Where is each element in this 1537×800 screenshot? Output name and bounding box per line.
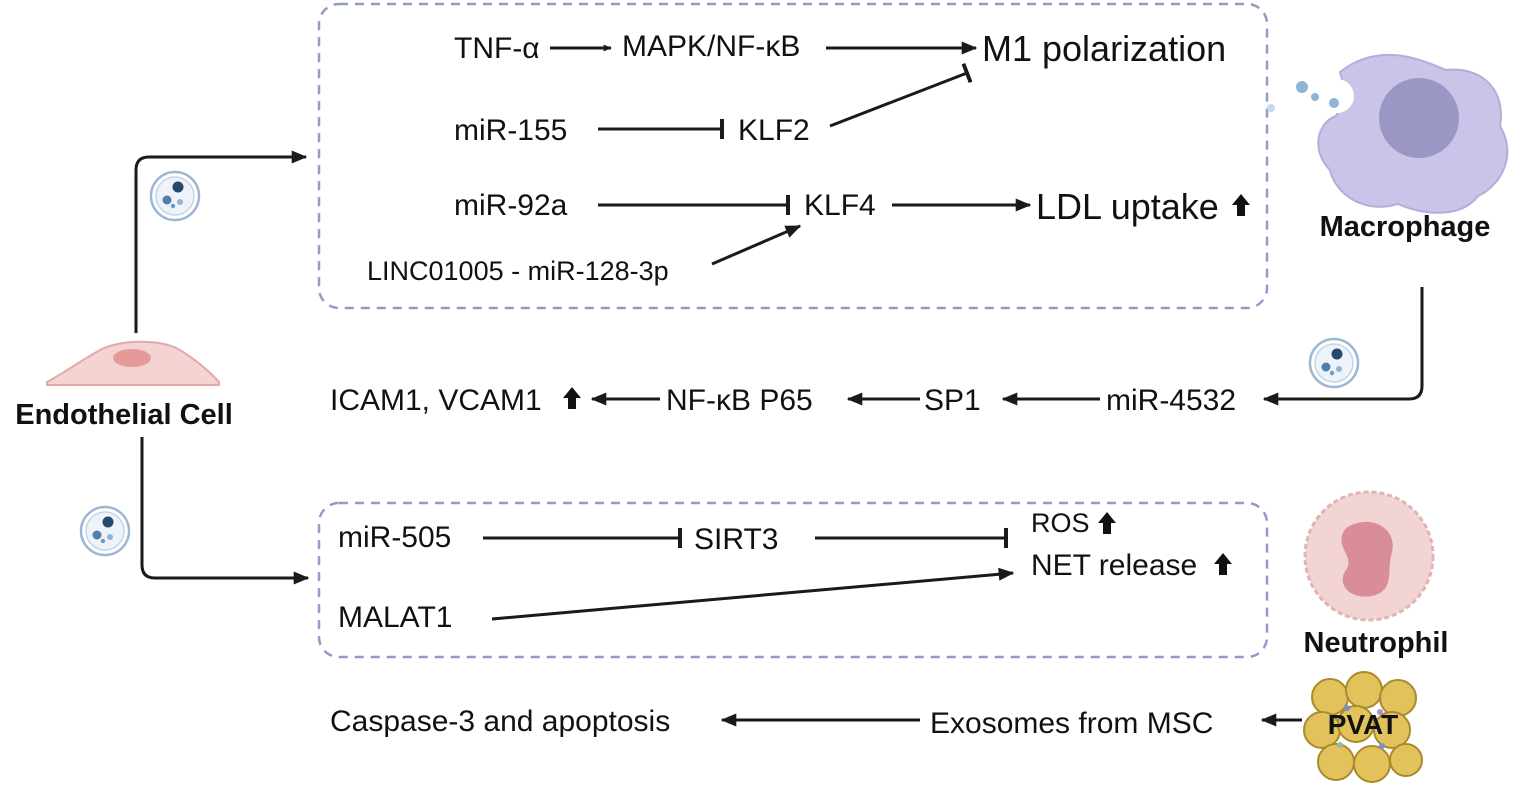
linc01005-label: LINC01005 - miR-128-3p xyxy=(367,256,669,286)
m1-polarization-label: M1 polarization xyxy=(982,28,1226,69)
endothelial-to-top-box-arrow xyxy=(134,150,308,333)
pvat-tissue xyxy=(1303,671,1423,783)
up-arrow-icon xyxy=(1098,512,1116,534)
malat1-label: MALAT1 xyxy=(338,601,452,634)
endothelial-to-bottom-box-arrow xyxy=(140,437,310,585)
exosome-icon xyxy=(79,505,131,557)
up-arrow-icon xyxy=(1232,194,1250,216)
exosomes-msc-label: Exosomes from MSC xyxy=(930,707,1213,740)
mir4532-label: miR-4532 xyxy=(1106,384,1236,417)
bottom-pathway-box xyxy=(317,501,1269,659)
macrophage-to-mir4532-arrow xyxy=(1262,287,1424,406)
malat1-to-net-arrow xyxy=(491,567,1015,621)
mir505-label: miR-505 xyxy=(338,521,451,554)
mir92a-label: miR-92a xyxy=(454,189,568,222)
sirt3-label: SIRT3 xyxy=(694,523,778,556)
klf2-label: KLF2 xyxy=(738,114,810,147)
nfkb-p65-label: NF-κB P65 xyxy=(666,384,813,417)
ros-label: ROS xyxy=(1031,508,1090,538)
tnf-alpha-label: TNF-α xyxy=(454,32,540,65)
up-arrow-icon xyxy=(1214,553,1232,575)
caspase-apoptosis-label: Caspase-3 and apoptosis xyxy=(330,705,670,738)
top-pathway-box xyxy=(317,2,1269,310)
klf2-inhibits-m1 xyxy=(829,62,973,128)
neutrophil-cell xyxy=(1303,490,1435,622)
macrophage-label: Macrophage xyxy=(1320,211,1491,243)
exosome-icon xyxy=(1308,337,1360,389)
linc-to-klf4-arrow xyxy=(711,224,802,266)
net-release-label: NET release xyxy=(1031,549,1197,582)
ldl-uptake-label: LDL uptake xyxy=(1036,186,1219,227)
mir155-label: miR-155 xyxy=(454,114,567,147)
endothelial-cell xyxy=(46,340,220,386)
neutrophil-label: Neutrophil xyxy=(1304,627,1449,659)
up-arrow-icon xyxy=(563,387,581,409)
exosome-icon xyxy=(149,170,201,222)
sp1-label: SP1 xyxy=(924,384,981,417)
macrophage-cell xyxy=(1267,53,1509,214)
klf4-label: KLF4 xyxy=(804,189,876,222)
mapk-nfkb-label: MAPK/NF-κB xyxy=(622,30,800,63)
endothelial-cell-label: Endothelial Cell xyxy=(15,399,233,431)
icam-vcam-label: ICAM1, VCAM1 xyxy=(330,384,542,417)
pvat-label: PVAT xyxy=(1328,709,1399,740)
